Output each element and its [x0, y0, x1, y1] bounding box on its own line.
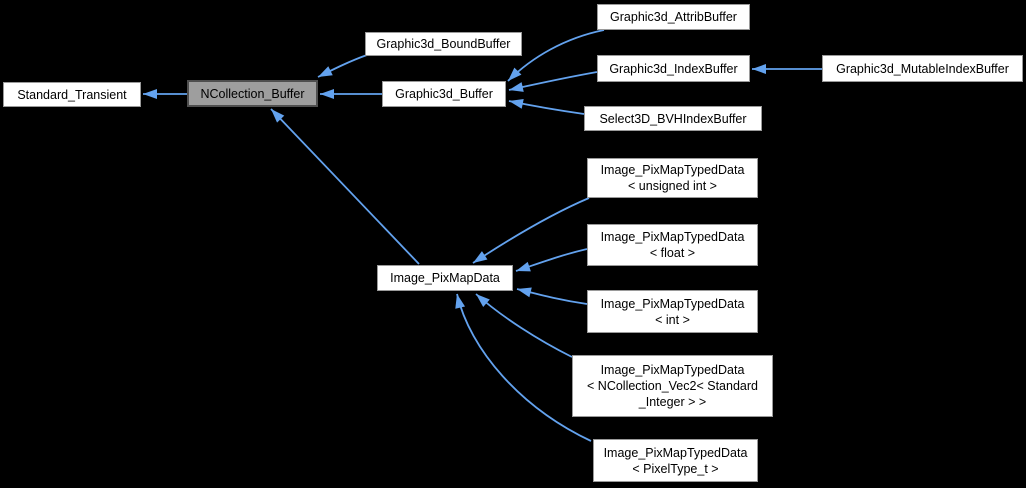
- class-node-image-pixmaptypeddata-pixeltype-t[interactable]: Image_PixMapTypedData < PixelType_t >: [593, 439, 758, 482]
- class-node-graphic3d-indexbuffer[interactable]: Graphic3d_IndexBuffer: [597, 55, 750, 82]
- class-node-label: Graphic3d_MutableIndexBuffer: [836, 61, 1009, 76]
- class-node-template-args: < float >: [649, 246, 696, 260]
- edge-typeddata-pixeltype-t-to-image-pixmapdata: [455, 293, 592, 442]
- edge-graphic3d-attribbuffer-to-graphic3d-buffer: [507, 29, 605, 82]
- class-node-template-args: < NCollection_Vec2< Standard: [587, 379, 758, 393]
- class-node-standard-transient[interactable]: Standard_Transient: [3, 82, 141, 107]
- class-node-label: Graphic3d_BoundBuffer: [376, 37, 511, 51]
- class-node-template-args: _Integer > >: [638, 395, 707, 409]
- class-node-label: Image_PixMapTypedData: [603, 445, 748, 460]
- class-node-select3d-bvhindexbuffer[interactable]: Select3D_BVHIndexBuffer: [584, 106, 762, 131]
- class-node-label: Image_PixMapTypedData: [600, 163, 745, 177]
- class-node-label: Graphic3d_AttribBuffer: [610, 10, 737, 24]
- class-node-template-args: < PixelType_t >: [632, 461, 719, 476]
- edge-graphic3d-boundbuffer-to-ncollection-buffer: [317, 54, 368, 78]
- class-node-label: Standard_Transient: [17, 87, 127, 102]
- edge-select3d-bvhindexbuffer-to-graphic3d-buffer: [508, 98, 585, 115]
- edge-image-pixmapdata-to-ncollection-buffer: [270, 108, 420, 265]
- class-node-label: NCollection_Buffer: [200, 86, 305, 101]
- class-node-label: Graphic3d_IndexBuffer: [609, 61, 738, 76]
- class-node-graphic3d-attribbuffer[interactable]: Graphic3d_AttribBuffer: [597, 4, 750, 30]
- class-node-graphic3d-mutableindexbuffer[interactable]: Graphic3d_MutableIndexBuffer: [822, 55, 1023, 82]
- class-node-image-pixmapdata[interactable]: Image_PixMapData: [377, 265, 513, 291]
- edge-typeddata-float-to-image-pixmapdata: [515, 248, 588, 272]
- class-node-image-pixmaptypeddata-float[interactable]: Image_PixMapTypedData < float >: [587, 224, 758, 266]
- class-node-template-args: < int >: [655, 312, 690, 327]
- class-node-label: Select3D_BVHIndexBuffer: [599, 111, 747, 126]
- class-node-graphic3d-buffer[interactable]: Graphic3d_Buffer: [382, 81, 506, 107]
- edge-typeddata-int-to-image-pixmapdata: [516, 287, 588, 305]
- class-node-graphic3d-boundbuffer[interactable]: Graphic3d_BoundBuffer: [365, 32, 522, 56]
- class-node-label: Image_PixMapData: [390, 271, 500, 285]
- edge-graphic3d-indexbuffer-to-graphic3d-buffer: [508, 71, 598, 92]
- class-node-ncollection-buffer[interactable]: NCollection_Buffer: [187, 80, 318, 107]
- edge-typeddata-unsigned-int-to-image-pixmapdata: [472, 197, 590, 264]
- class-node-label: Image_PixMapTypedData: [600, 230, 745, 244]
- class-node-label: Image_PixMapTypedData: [600, 363, 745, 377]
- class-node-image-pixmaptypeddata-unsigned-int[interactable]: Image_PixMapTypedData < unsigned int >: [587, 158, 758, 198]
- class-node-image-pixmaptypeddata-int[interactable]: Image_PixMapTypedData < int >: [587, 290, 758, 333]
- class-node-image-pixmaptypeddata-ncollection-vec2[interactable]: Image_PixMapTypedData < NCollection_Vec2…: [572, 355, 773, 417]
- class-node-template-args: < unsigned int >: [628, 179, 717, 193]
- edge-typeddata-ncollection-vec2-to-image-pixmapdata: [475, 293, 573, 358]
- class-node-label: Graphic3d_Buffer: [395, 87, 493, 101]
- class-node-label: Image_PixMapTypedData: [600, 296, 745, 311]
